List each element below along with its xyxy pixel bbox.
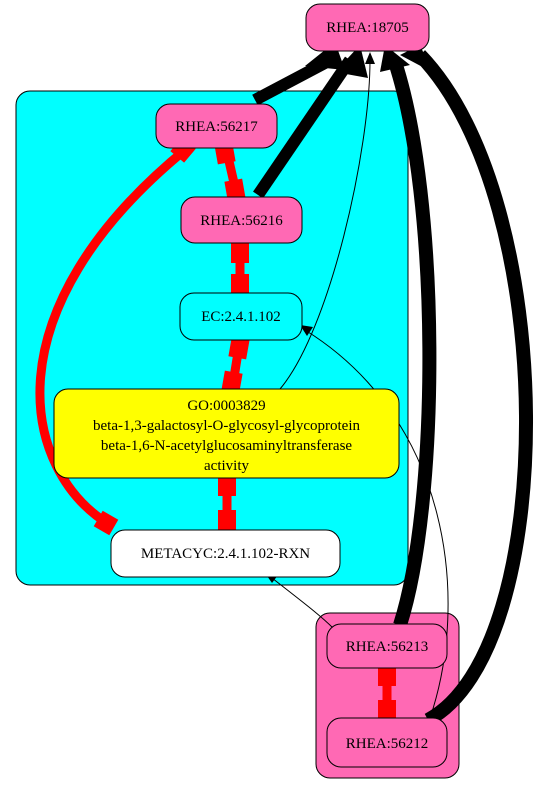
edge-rhea56212-to-rhea18705	[414, 50, 533, 727]
red-square-8	[221, 370, 243, 394]
node-rhea-56213[interactable]: RHEA:56213	[326, 623, 448, 669]
red-square-4	[224, 178, 246, 202]
node-label-rhea-56212: RHEA:56212	[346, 736, 429, 752]
node-label-rhea-56217: RHEA:56217	[175, 119, 258, 135]
node-label-ec: EC:2.4.1.102	[201, 309, 281, 325]
edge-rhea56216-to-rhea18705	[253, 56, 355, 199]
red-square-12	[378, 700, 396, 720]
red-square-11	[378, 666, 396, 686]
red-square-9	[218, 476, 236, 496]
node-rhea-18705[interactable]: RHEA:18705	[305, 3, 430, 52]
node-label-go-line3: beta-1,6-N-acetylglucosaminyltransferase	[101, 438, 352, 454]
node-ec[interactable]: EC:2.4.1.102	[179, 292, 303, 341]
red-square-5	[231, 243, 249, 263]
red-square-6	[231, 274, 249, 294]
node-rhea-56212[interactable]: RHEA:56212	[326, 717, 448, 768]
node-label-rhea-56216: RHEA:56216	[200, 213, 283, 229]
node-go[interactable]: GO:0003829 beta-1,3-galactosyl-O-glycosy…	[53, 388, 400, 479]
edge-rhea56217-to-rhea18705	[252, 57, 328, 106]
edge-rhea56212-to-ec	[304, 329, 449, 719]
red-square-10	[218, 510, 236, 530]
node-label-go-line1: GO:0003829	[187, 398, 265, 414]
node-label-rhea-18705: RHEA:18705	[326, 20, 409, 36]
node-metacyc[interactable]: METACYC:2.4.1.102-RXN	[110, 529, 341, 578]
arrowhead-ec	[300, 325, 313, 336]
node-label-rhea-56213: RHEA:56213	[346, 639, 429, 655]
edge-go-to-rhea18705	[279, 59, 371, 390]
arrowhead-big-3	[380, 45, 410, 72]
arrowhead-big-4	[400, 45, 432, 72]
red-square-2	[93, 510, 119, 536]
node-label-go-line4: activity	[204, 458, 249, 474]
edge-rhea56213-to-metacyc	[271, 577, 334, 629]
red-square-7	[228, 336, 250, 360]
edge-rhea56213-to-rhea18705	[388, 59, 437, 628]
node-label-metacyc: METACYC:2.4.1.102-RXN	[141, 546, 310, 562]
node-rhea-56216[interactable]: RHEA:56216	[180, 196, 303, 244]
node-rhea-56217[interactable]: RHEA:56217	[155, 103, 278, 149]
arrowhead-go-rhea18705	[365, 52, 375, 64]
arrowhead-big-2	[335, 45, 368, 78]
node-label-go-line2: beta-1,3-galactosyl-O-glycosyl-glycoprot…	[93, 418, 360, 434]
edge-rhea56217-to-metacyc	[35, 146, 188, 529]
